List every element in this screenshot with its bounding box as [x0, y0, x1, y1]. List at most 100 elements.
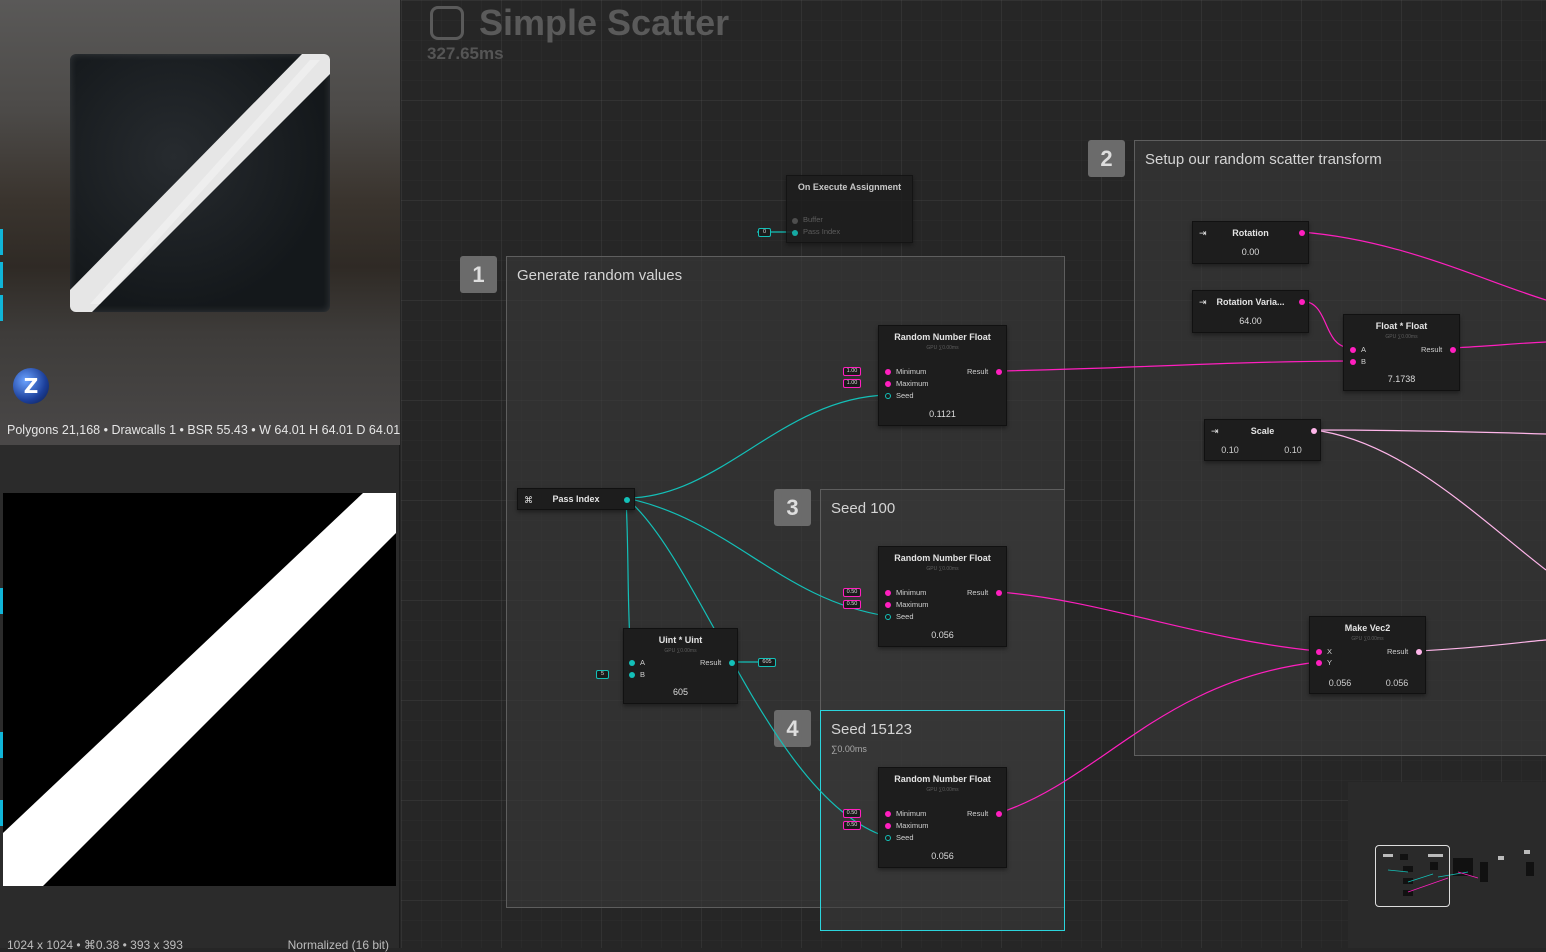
- pin-dot[interactable]: [729, 660, 735, 666]
- app-logo-icon[interactable]: Z: [13, 368, 49, 404]
- pin-dot[interactable]: [1350, 347, 1356, 353]
- node-timing: GPU ∑0.00ms: [926, 787, 959, 793]
- texture-preview[interactable]: [3, 493, 396, 886]
- group-badge: 3: [774, 489, 811, 526]
- side-marker: [0, 295, 3, 321]
- 3d-viewport[interactable]: Z Polygons 21,168 • Drawcalls 1 • BSR 55…: [0, 0, 400, 445]
- node-title: On Execute Assignment: [797, 182, 902, 192]
- pin-result: Result: [967, 367, 989, 376]
- node-random-float-1[interactable]: Random Number Float GPU ∑0.00ms Minimum …: [878, 325, 1007, 426]
- node-title: Random Number Float: [894, 553, 991, 563]
- pin-dot[interactable]: [885, 590, 891, 596]
- pin-dot[interactable]: [996, 590, 1002, 596]
- pin-b: B: [640, 670, 646, 679]
- pin-buffer: Buffer: [803, 215, 823, 224]
- group-title: Seed 15123: [831, 721, 912, 738]
- pin-dot[interactable]: [885, 835, 891, 841]
- node-value: 605: [672, 687, 689, 697]
- pin-maximum: Maximum: [896, 821, 929, 830]
- pin-dot[interactable]: [885, 393, 891, 399]
- pin-result: Result: [1387, 647, 1409, 656]
- pin-dot[interactable]: [624, 497, 630, 503]
- pin-dot[interactable]: [885, 811, 891, 817]
- node-random-float-3[interactable]: Random Number Float GPU ∑0.00ms Minimum …: [878, 767, 1007, 868]
- maximum-input[interactable]: 0.50: [843, 600, 861, 609]
- group-title: Generate random values: [517, 267, 683, 284]
- node-float-multiply[interactable]: Float * Float GPU ∑0.00ms A B Result 7.1…: [1343, 314, 1460, 391]
- node-timing: GPU ∑0.00ms: [1385, 334, 1418, 340]
- pin-dot[interactable]: [792, 230, 798, 236]
- node-value: 0.00: [1241, 247, 1260, 257]
- pin-dot[interactable]: [792, 218, 798, 224]
- input-icon: ⇥: [1211, 426, 1219, 436]
- node-graph-canvas[interactable]: Simple Scatter 327.65ms Generate random …: [401, 0, 1546, 948]
- node-pass-index[interactable]: ⌘ Pass Index: [517, 488, 635, 510]
- pin-dot[interactable]: [885, 602, 891, 608]
- maximum-input[interactable]: 0.50: [843, 821, 861, 830]
- node-title: Float * Float: [1375, 321, 1428, 331]
- group-title: Seed 100: [831, 500, 896, 517]
- pin-dot[interactable]: [996, 369, 1002, 375]
- graph-title: Simple Scatter: [479, 2, 730, 43]
- pin-x: X: [1327, 647, 1333, 656]
- pin-dot[interactable]: [629, 660, 635, 666]
- group-badge: 1: [460, 256, 497, 293]
- vec2-y-value: 0.056: [1385, 678, 1409, 688]
- node-value: 0.056: [931, 851, 954, 861]
- node-rotation-variance[interactable]: ⇥ Rotation Varia... 64.00: [1192, 290, 1309, 333]
- side-marker: [0, 588, 3, 614]
- pin-dot[interactable]: [1299, 299, 1305, 305]
- minimum-input[interactable]: 1.00: [843, 367, 861, 376]
- pin-dot[interactable]: [885, 381, 891, 387]
- pin-dot[interactable]: [1311, 428, 1317, 434]
- uint-result-output: 605: [758, 658, 776, 667]
- minimap[interactable]: [1348, 782, 1546, 948]
- preview-panel: Z Polygons 21,168 • Drawcalls 1 • BSR 55…: [0, 0, 400, 952]
- pin-dot[interactable]: [996, 811, 1002, 817]
- node-value: 7.1738: [1387, 374, 1416, 384]
- pin-dot[interactable]: [1316, 660, 1322, 666]
- minimum-input[interactable]: 0.50: [843, 588, 861, 597]
- node-on-execute[interactable]: On Execute Assignment Buffer Pass Index: [786, 175, 913, 243]
- pin-seed: Seed: [896, 833, 914, 842]
- side-marker: [0, 262, 3, 288]
- scale-x-value: 0.10: [1221, 445, 1239, 455]
- pin-dot[interactable]: [1450, 347, 1456, 353]
- pin-dot[interactable]: [885, 369, 891, 375]
- node-rotation[interactable]: ⇥ Rotation 0.00: [1192, 221, 1309, 264]
- pin-a: A: [640, 658, 646, 667]
- texture-format: Normalized (16 bit): [287, 938, 389, 952]
- pin-dot[interactable]: [1416, 649, 1422, 655]
- pin-result: Result: [1421, 345, 1443, 354]
- pin-dot[interactable]: [1350, 359, 1356, 365]
- pin-b: B: [1361, 357, 1367, 366]
- pin-result: Result: [967, 588, 989, 597]
- scale-y-value: 0.10: [1284, 445, 1302, 455]
- minimum-input[interactable]: 0.50: [843, 809, 861, 818]
- pass-index-input[interactable]: 0: [758, 228, 771, 237]
- pin-result: Result: [967, 809, 989, 818]
- pin-pass-index: Pass Index: [803, 227, 841, 236]
- maximum-input[interactable]: 1.00: [843, 379, 861, 388]
- node-timing: GPU ∑0.00ms: [926, 345, 959, 351]
- minimap-viewport-frame[interactable]: [1375, 845, 1450, 907]
- node-timing: GPU ∑0.00ms: [926, 566, 959, 572]
- input-icon: ⇥: [1199, 228, 1207, 238]
- pin-maximum: Maximum: [896, 600, 929, 609]
- pin-dot[interactable]: [1316, 649, 1322, 655]
- uint-b-input[interactable]: 5: [596, 670, 609, 679]
- node-title: Make Vec2: [1344, 623, 1391, 633]
- node-uint-multiply[interactable]: Uint * Uint GPU ∑0.00ms A B Result 605: [623, 628, 738, 704]
- side-marker: [0, 229, 3, 255]
- node-value: 0.1121: [929, 409, 956, 419]
- preview-cube: [70, 54, 330, 312]
- pin-dot[interactable]: [885, 614, 891, 620]
- pin-dot[interactable]: [1299, 230, 1305, 236]
- node-scale[interactable]: ⇥ Scale 0.10 0.10: [1204, 419, 1321, 461]
- pin-seed: Seed: [896, 391, 914, 400]
- pin-dot[interactable]: [629, 672, 635, 678]
- node-random-float-2[interactable]: Random Number Float GPU ∑0.00ms Minimum …: [878, 546, 1007, 647]
- pin-dot[interactable]: [885, 823, 891, 829]
- group-title: Setup our random scatter transform: [1145, 151, 1382, 168]
- node-make-vec2[interactable]: Make Vec2 GPU ∑0.00ms X Y Result 0.056 0…: [1309, 616, 1426, 694]
